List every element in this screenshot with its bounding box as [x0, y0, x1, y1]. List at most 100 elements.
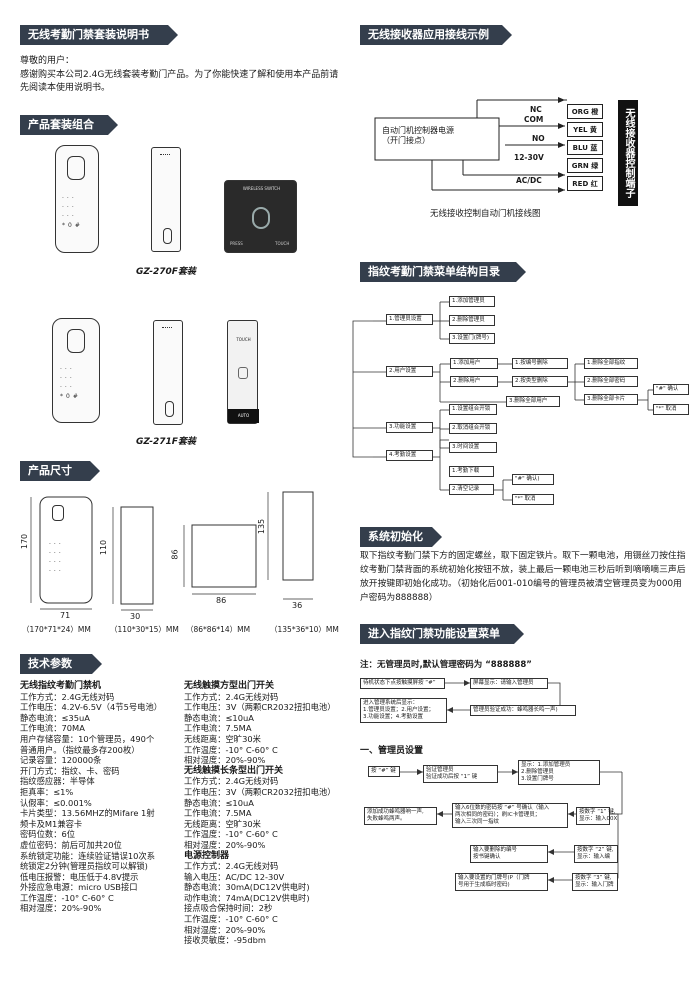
dim-caption-2: （110*30*15）MM	[110, 625, 179, 634]
terminal-no: NO	[532, 134, 545, 143]
spec-line: 静态电流：30mA(DC12V供电时)	[184, 882, 310, 893]
flow-press-3: 按数字 “3” 键, 显示：输入门牌	[572, 873, 618, 891]
spec-line: 工作电流：70MA	[20, 723, 85, 734]
hand-icon	[238, 367, 248, 379]
spec-line: 静态电流：≤10uA	[184, 797, 254, 808]
spec-line: 用户存储容量：10个管理员，490个	[20, 733, 155, 744]
spec-line: 虚位密码：前后可加共20位	[20, 839, 122, 850]
menu-add-admin[interactable]: 1.添加管理员	[449, 296, 495, 307]
flow-press-2: 按数字 “2” 键, 显示：输入编	[574, 845, 618, 863]
spec-line: 工作电流：7.5MA	[184, 808, 252, 819]
fingerprint-device-270f: ·········*0#	[55, 145, 99, 253]
terminal-12-30v: 12-30V	[514, 153, 544, 162]
dim-caption-4: （135*36*10）MM	[270, 625, 339, 634]
dim-d4-w: 36	[292, 601, 303, 610]
spec-line: 记录容量：120000条	[20, 755, 102, 766]
menu-confirm-2[interactable]: "#" 确认)	[512, 474, 554, 485]
spec-line: 静态电流：≤35uA	[20, 712, 90, 723]
wire-red: RED 红	[567, 176, 603, 191]
spec-section-header: 技术参数	[20, 654, 102, 674]
terminal-com: COM	[524, 115, 544, 124]
menu-delete-all-cards[interactable]: 3.删除全部卡片	[584, 394, 638, 405]
flow-delete-id: 输入要删除的编号 按书键确认	[470, 845, 548, 863]
menu-time-settings[interactable]: 3.时间设置	[449, 442, 497, 453]
spec-column-1: 无线指纹考勤门禁机工作方式：2.4G无线对码工作电压：4.2V-6.5V（4节5…	[20, 681, 162, 914]
menu-delete-by-id[interactable]: 1.按编号删除	[512, 358, 568, 369]
intro-text: 感谢购买本公司2.4G无线套装考勤门产品。为了你能快速了解和使用本产品前请先阅读…	[20, 70, 339, 93]
menu-cancel-combo-lock[interactable]: 2.取消组合开锁	[449, 423, 497, 434]
menu-user-settings[interactable]: 2.用户设置	[386, 366, 433, 377]
kit2-label: GZ-271F套装	[136, 437, 196, 447]
press-text: PRESS	[230, 241, 243, 246]
dim-d2-h: 110	[99, 539, 109, 556]
menu-add-user[interactable]: 1.添加用户	[450, 358, 498, 369]
kit-section-header: 产品套装组合	[20, 115, 118, 135]
spec-line: 无线距离：空旷30米	[184, 818, 261, 829]
spec-line: 拒真率：≤1%	[20, 786, 74, 797]
fingerprint-device-keypad: ············	[49, 541, 64, 575]
flow-add-result: 添加成功蜂鸣器响一声, 失败蜂鸣两声。	[364, 807, 437, 825]
spec-line: 工作温度：-10° C-60° C	[184, 744, 278, 755]
menu-clear-records[interactable]: 2.清空记录	[449, 484, 494, 495]
spec-line: 工作电压：3V（两颗CR2032扭扣电池）	[184, 786, 336, 797]
dim-d3-w: 86	[216, 596, 227, 605]
menu-delete-all-users[interactable]: 3.删除全部用户	[506, 396, 560, 407]
menu-set-door[interactable]: 3.设置门(牌号)	[449, 333, 495, 344]
dim-caption-3: （86*86*14）MM	[186, 625, 251, 634]
menu-delete-by-type[interactable]: 2.按类型删除	[512, 376, 568, 387]
menu-delete-user[interactable]: 2.删除用户	[450, 376, 498, 387]
spec-line: 工作温度：-10° C-60° C	[184, 829, 278, 840]
fingerprint-device-271f: ·········*0#	[52, 318, 100, 423]
flow-set-door-no: 输入要设置的门牌号(P（门牌 号用于生成临时密码)	[455, 873, 548, 891]
wiring-section-header: 无线接收器应用接线示例	[360, 25, 512, 45]
spec-line: 接收灵敏度：-95dbm	[184, 935, 266, 946]
menu-delete-all-pw[interactable]: 2.删除全部密码	[584, 376, 638, 387]
init-text: 取下指纹考勤门禁下方的固定螺丝，取下固定铁片。取下一颗电池，用镊丝刀按住指纹考勤…	[360, 551, 686, 603]
spec-line: 系统锁定功能：连续验证错误10次系	[20, 850, 156, 861]
flow-admin-verified: 管理员验证成功：蜂鸣器长鸣一声)	[470, 705, 576, 716]
receiver-terminal-label: 无线接收器控制端子	[618, 100, 638, 206]
spec-line: 频卡及M1兼容卡	[20, 818, 83, 829]
default-password-note: 注：无管理员时,默认管理密码为 “888888”	[360, 660, 532, 670]
spec-line: 外接应急电源：micro USB接口	[20, 882, 138, 893]
menu-delete-admin[interactable]: 2.删除管理员	[449, 315, 495, 326]
flow-menu-display: 进入管理系统后显示： 1.管理员设置；2.用户设置； 3.功能设置；4.考勤设置	[360, 698, 447, 723]
spec-line: 无线距离：空旷30米	[184, 733, 261, 744]
spec-line: 工作电压：4.2V-6.5V（4节5号电池）	[20, 702, 163, 713]
fingerprint-icon	[252, 207, 270, 229]
spec-line: 卡片类型：13.56MHZ的Mifare 1射	[20, 808, 155, 819]
spec-line: 相对湿度：20%-90%	[184, 839, 266, 850]
menu-cancel[interactable]: "*" 取消	[653, 404, 689, 415]
switch-text: WIRELESS SWITCH	[242, 186, 281, 191]
flow-standby: 待机状态下点按触摸屏按 “#”	[360, 678, 445, 689]
flow-press-1: 按数字 “1” 键, 显示：输入00X	[576, 807, 617, 825]
spec-line: 认假率：≤0.001%	[20, 797, 92, 808]
spec-line: 接点吸合保持时间：2秒	[184, 903, 273, 914]
spec-line: 工作温度：-10° C-60° C	[184, 914, 278, 925]
wire-blu: BLU 蓝	[567, 140, 603, 155]
wire-org: ORG 橙	[567, 104, 603, 119]
dim-d3-h: 86	[170, 549, 180, 560]
spec-line: 开门方式：指纹、卡、密码	[20, 765, 120, 776]
menu-delete-all-fp[interactable]: 1.删除全部指纹	[584, 358, 638, 369]
wiring-caption: 无线接收控制自动门机接线图	[430, 209, 541, 219]
menu-attendance-settings[interactable]: 4.考勤设置	[386, 450, 433, 461]
spec-line: 工作方式：2.4G无线对码	[184, 776, 279, 787]
spec-line: 工作方式：2.4G无线对码	[184, 861, 279, 872]
dim-d1-w: 71	[60, 611, 71, 620]
size-section-header: 产品尺寸	[20, 461, 100, 481]
long-exit-switch: TOUCH AUTO	[227, 320, 259, 424]
spec-line: 静态电流：≤10uA	[184, 712, 254, 723]
menu-function-settings[interactable]: 3.功能设置	[386, 422, 433, 433]
menu-admin-settings[interactable]: 1.管理员设置	[386, 314, 433, 325]
menu-set-combo-lock[interactable]: 1.设置组合开锁	[449, 404, 497, 415]
spec-line: 无线指纹考勤门禁机	[20, 681, 102, 691]
menu-att-download[interactable]: 1.考勤下载	[449, 466, 494, 477]
spec-column-2: 无线触摸方型出门开关工作方式：2.4G无线对码工作电压：3V（两颗CR2032扭…	[184, 681, 336, 946]
terminal-nc: NC	[530, 105, 542, 114]
greeting: 尊敬的用户：	[20, 56, 75, 66]
menu-confirm[interactable]: "#" 确认	[653, 384, 689, 395]
menu-cancel-2[interactable]: "*" 取消	[512, 494, 554, 505]
dim-d1-h: 170	[20, 533, 30, 550]
spec-line: 相对湿度：20%-90%	[20, 903, 102, 914]
